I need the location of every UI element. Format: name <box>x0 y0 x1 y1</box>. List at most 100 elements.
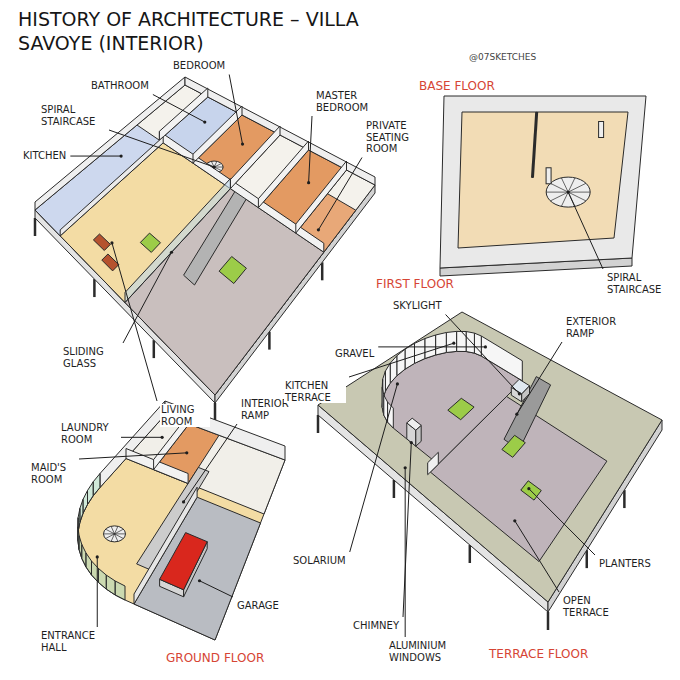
leader-dot <box>518 392 521 395</box>
leader-dot <box>110 241 113 244</box>
leader-dot <box>185 451 188 454</box>
piloti <box>153 340 156 358</box>
spiral-stair <box>546 177 590 207</box>
leader-line <box>79 453 187 459</box>
floor-area <box>125 189 324 395</box>
leader-line <box>350 384 398 552</box>
leader-line <box>318 158 362 230</box>
room-label: MAID'S ROOM <box>30 462 76 485</box>
title: HISTORY OF ARCHITECTURE – VILLA SAVOYE (… <box>18 8 438 56</box>
room-label: SKYLIGHT <box>392 300 443 312</box>
wall <box>230 126 280 189</box>
wall <box>397 349 405 376</box>
piloti <box>214 403 217 421</box>
leader-dot <box>120 154 123 157</box>
stair-tread <box>561 178 568 192</box>
wall <box>159 88 207 140</box>
room-label: MASTER BEDROOM <box>315 90 377 113</box>
room-label: SLIDING GLASS <box>62 346 120 369</box>
room-label: SOLARIUM <box>292 555 347 567</box>
stair-tread <box>568 183 586 192</box>
wall <box>83 491 88 514</box>
terrace-floor-drawing <box>318 312 662 630</box>
leader-line <box>568 192 603 269</box>
leader-line <box>200 581 234 597</box>
stair-tread <box>546 192 568 193</box>
room-label: PLANTERS <box>598 558 652 570</box>
leader-dot <box>96 555 99 558</box>
watermark: @07SKETCHES <box>468 52 537 62</box>
leader-dot <box>567 191 570 194</box>
piloti <box>317 415 320 433</box>
leader-dot <box>527 487 530 490</box>
leader-line <box>112 243 157 401</box>
leader-dot <box>203 120 206 123</box>
leader-line <box>97 557 98 627</box>
stair-tread <box>115 534 118 542</box>
leader-dot <box>452 342 455 345</box>
room-label: LAUNDRY ROOM <box>60 422 118 445</box>
wall <box>88 482 94 505</box>
leader-line <box>121 437 162 438</box>
wall <box>446 331 456 352</box>
wall <box>466 332 474 354</box>
leader-dot <box>307 181 310 184</box>
wall <box>82 545 86 568</box>
leader-line <box>109 130 214 167</box>
column <box>599 122 604 138</box>
leader-dot <box>182 500 185 503</box>
base-floor-drawing <box>440 96 646 276</box>
wall <box>106 575 115 595</box>
wall <box>481 336 522 381</box>
wall <box>98 568 106 589</box>
leader-dot <box>161 436 164 439</box>
piloti <box>93 279 96 297</box>
floor-area <box>458 112 628 248</box>
leader-line <box>517 342 562 414</box>
room-label: GARAGE <box>236 600 280 612</box>
wall <box>436 333 447 356</box>
leader-dot <box>213 165 216 168</box>
column <box>546 168 551 184</box>
piloti <box>469 545 472 563</box>
room-label: SPIRAL STAIRCASE <box>606 272 674 295</box>
wall <box>296 161 347 233</box>
room-label: OPEN TERRACE <box>562 595 620 618</box>
stair-tread <box>568 192 586 201</box>
wall <box>193 106 242 163</box>
stair-tread <box>115 533 126 534</box>
floor-name: TERRACE FLOOR <box>488 648 589 662</box>
room-label: SPIRAL STAIRCASE <box>40 104 106 127</box>
wall <box>440 96 646 268</box>
leader-line <box>378 346 485 347</box>
wall <box>474 333 481 356</box>
wall <box>125 179 230 303</box>
leader-line <box>529 489 595 555</box>
room-label: GRAVEL <box>334 348 375 360</box>
wall <box>115 581 125 600</box>
leader-line <box>123 252 172 343</box>
stair-tread <box>115 529 124 534</box>
stair-tread <box>111 526 114 534</box>
piloti <box>623 490 626 508</box>
floor-name: FIRST FLOOR <box>375 278 455 292</box>
leader-dot <box>198 579 201 582</box>
leader-dot <box>170 251 173 254</box>
room-label: BEDROOM <box>172 60 226 72</box>
spiral-stair <box>104 526 126 542</box>
leader-line <box>153 95 205 123</box>
leader-line <box>70 156 121 157</box>
floor-area <box>318 312 662 602</box>
piloti <box>393 480 396 498</box>
leader-line <box>309 116 312 183</box>
planter <box>502 435 525 457</box>
room-label: BATHROOM <box>90 80 150 92</box>
piloti <box>547 612 550 630</box>
wall <box>390 356 397 383</box>
leader-line <box>229 75 242 145</box>
room-label: LIVING ROOM <box>160 404 210 427</box>
planter <box>448 398 474 419</box>
stair-tread <box>104 533 115 534</box>
partition <box>532 112 536 178</box>
